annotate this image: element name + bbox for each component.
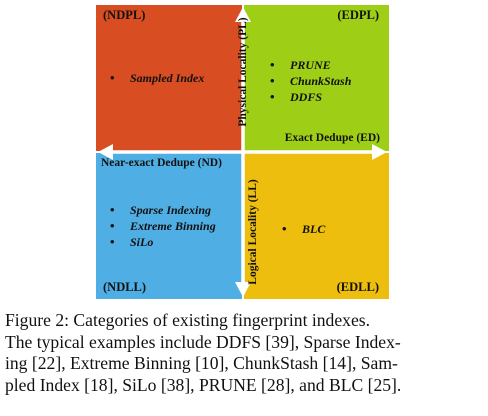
caption-line: The typical examples include DDFS [39], …: [5, 331, 401, 352]
list-item: SiLo: [110, 234, 216, 250]
physical-locality-label: Physical Locality (PL): [237, 17, 249, 127]
quadrant-edpl: (EDPL) PRUNE ChunkStash DDFS: [244, 5, 389, 151]
list-item: Sparse Indexing: [110, 202, 216, 218]
quadrant-edpl-items: PRUNE ChunkStash DDFS: [270, 57, 351, 105]
arrow-up-icon: [235, 7, 251, 22]
exact-dedupe-label: Exact Dedupe (ED): [284, 132, 380, 144]
quadrant-edll: (EDLL) BLC: [244, 153, 389, 299]
quadrant-ndpl-corner-label: (NDPL): [103, 8, 146, 22]
quadrant-ndll-corner-label: (NDLL): [103, 280, 147, 294]
caption-line: ing [22], Extreme Binning [10], ChunkSta…: [5, 353, 398, 373]
near-exact-dedupe-label: Near-exact Dedupe (ND): [101, 157, 222, 169]
arrow-right-icon: [372, 144, 387, 160]
list-item: PRUNE: [270, 57, 351, 73]
list-item: BLC: [282, 221, 325, 237]
axis-arrows: [98, 7, 387, 297]
quadrant-edll-corner-label: (EDLL): [336, 280, 379, 294]
list-item: ChunkStash: [270, 73, 351, 89]
list-item: DDFS: [270, 89, 351, 105]
quadrant-ndll-items: Sparse Indexing Extreme Binning SiLo: [110, 202, 216, 250]
quadrant-ndll: (NDLL) Sparse Indexing Extreme Binning S…: [96, 153, 242, 299]
quadrant-ndpl-items: Sampled Index: [110, 70, 204, 86]
arrow-left-icon: [98, 144, 113, 160]
locality-dedupe-diagram: (NDPL) Sampled Index (EDPL) PRUNE ChunkS…: [96, 5, 389, 299]
quadrant-ndpl: (NDPL) Sampled Index: [96, 5, 242, 151]
list-item: Extreme Binning: [110, 218, 216, 234]
caption-line: pled Index [18], SiLo [38], PRUNE [28], …: [5, 374, 402, 395]
quadrant-edll-items: BLC: [282, 221, 325, 237]
logical-locality-label: Logical Locality (LL): [247, 179, 259, 285]
caption-line: Figure 2: Categories of existing fingerp…: [5, 310, 370, 330]
list-item: Sampled Index: [110, 70, 204, 86]
quadrant-edpl-corner-label: (EDPL): [337, 8, 379, 22]
figure-caption: Figure 2: Categories of existing fingerp…: [5, 310, 483, 396]
arrow-down-icon: [235, 282, 251, 297]
